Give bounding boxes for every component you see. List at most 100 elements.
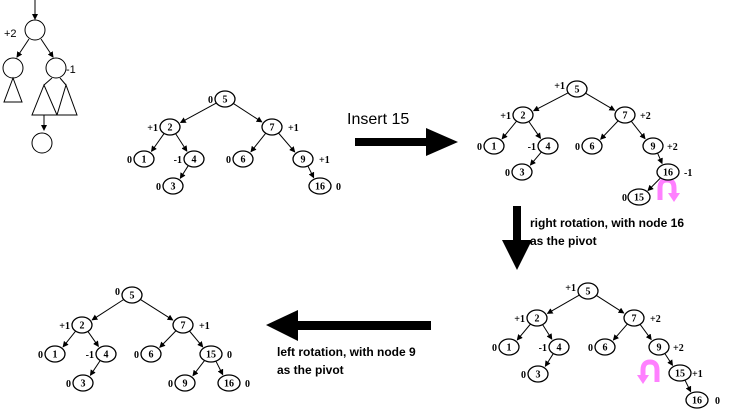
tree-edge bbox=[542, 324, 553, 340]
tree-edge bbox=[664, 352, 674, 367]
node-key: 1 bbox=[53, 350, 58, 361]
tree-node bbox=[623, 309, 645, 327]
tree-node bbox=[537, 137, 559, 155]
insert-label: Insert 15 bbox=[347, 111, 409, 128]
tree-edge bbox=[584, 92, 616, 111]
left-rotation-label-1: left rotation, with node 9 bbox=[277, 345, 416, 359]
tree-edge bbox=[544, 353, 554, 367]
tree-edge bbox=[684, 379, 692, 393]
right-rotation-label-1: right rotation, with node 16 bbox=[530, 216, 684, 230]
tree-edge bbox=[250, 132, 267, 153]
balance-factor: 0 bbox=[168, 379, 173, 390]
node-key: 1 bbox=[142, 155, 147, 166]
balance-factor: 0 bbox=[127, 155, 132, 166]
balance-factor: 0 bbox=[134, 350, 139, 361]
node-key: 16 bbox=[224, 379, 234, 390]
balance-factor: +1 bbox=[288, 123, 299, 134]
node-key: 5 bbox=[586, 287, 591, 298]
node-key: 5 bbox=[130, 291, 135, 302]
node-key: 3 bbox=[520, 168, 525, 179]
balance-factor: +1 bbox=[554, 81, 565, 92]
balance-factor: +1 bbox=[319, 155, 330, 166]
balance-factor: +1 bbox=[59, 321, 70, 332]
left-arrow bbox=[266, 310, 431, 341]
tree-edge bbox=[179, 165, 189, 179]
schematic-root-factor: +2 bbox=[4, 28, 17, 40]
tree-edge bbox=[639, 323, 652, 341]
balance-factor: +2 bbox=[673, 343, 684, 354]
balance-factor: -1 bbox=[539, 343, 547, 354]
node-key: 3 bbox=[536, 370, 541, 381]
tree-edge bbox=[612, 323, 629, 341]
tree-node bbox=[199, 345, 223, 363]
balance-factor: 0 bbox=[245, 379, 250, 390]
tree-edge bbox=[307, 165, 315, 179]
schematic-tree: +2 -1 bbox=[2, 0, 78, 154]
tree-node bbox=[594, 338, 616, 356]
tree-edge bbox=[232, 102, 263, 123]
node-key: 15 bbox=[675, 369, 685, 380]
tree-node bbox=[72, 374, 94, 392]
balance-factor: 0 bbox=[336, 182, 341, 193]
balance-factor: 0 bbox=[505, 168, 510, 179]
balance-factor: -1 bbox=[684, 168, 692, 179]
node-key: 3 bbox=[171, 182, 176, 193]
tree-edge bbox=[89, 359, 101, 376]
tree-node bbox=[526, 309, 548, 327]
balance-factor: 0 bbox=[208, 95, 213, 106]
tree-node bbox=[217, 374, 241, 392]
tree-node bbox=[174, 374, 196, 392]
tree-edge bbox=[546, 294, 581, 314]
node-key: 16 bbox=[692, 396, 702, 407]
schematic-rl-subtree bbox=[31, 83, 58, 116]
node-key: 2 bbox=[535, 314, 540, 325]
node-key: 2 bbox=[521, 111, 526, 122]
tree-node bbox=[172, 316, 194, 334]
down-arrow bbox=[502, 206, 532, 270]
tree-node bbox=[308, 177, 332, 195]
node-key: 7 bbox=[623, 111, 628, 122]
tree-node bbox=[159, 118, 181, 136]
balance-factor: +1 bbox=[565, 283, 576, 294]
tree-node bbox=[627, 188, 651, 206]
balance-factor: +1 bbox=[692, 369, 703, 380]
balance-factor: +1 bbox=[199, 321, 210, 332]
balance-factor: 0 bbox=[38, 350, 43, 361]
tree-node bbox=[668, 364, 692, 382]
tree-node bbox=[95, 345, 117, 363]
tree-node bbox=[232, 150, 254, 168]
balance-factor: 0 bbox=[226, 155, 231, 166]
balance-factor: 0 bbox=[115, 287, 120, 298]
schematic-rr-subtree bbox=[56, 83, 78, 116]
balance-factor: +1 bbox=[147, 123, 158, 134]
balance-factor: 0 bbox=[588, 343, 593, 354]
node-key: 5 bbox=[575, 85, 580, 96]
node-key: 6 bbox=[603, 343, 608, 354]
tree-node bbox=[548, 338, 570, 356]
balance-factor: 0 bbox=[477, 142, 482, 153]
balance-factor: +1 bbox=[500, 111, 511, 122]
tree-edge bbox=[139, 298, 174, 321]
tree-node bbox=[566, 80, 588, 98]
node-key: 9 bbox=[301, 155, 306, 166]
tree-edge bbox=[174, 133, 188, 152]
tree-node bbox=[614, 106, 636, 124]
flow-arrows bbox=[266, 128, 532, 341]
tree-edge bbox=[62, 330, 77, 348]
tree-node bbox=[71, 316, 93, 334]
node-key: 6 bbox=[241, 155, 246, 166]
node-key: 15 bbox=[206, 350, 216, 361]
tree-edge bbox=[647, 176, 662, 192]
tree-edge bbox=[532, 92, 570, 112]
tree-node bbox=[512, 106, 534, 124]
tree-node bbox=[140, 345, 162, 363]
tree-node bbox=[656, 163, 680, 181]
node-key: 16 bbox=[315, 182, 325, 193]
balance-factor: 0 bbox=[521, 370, 526, 381]
node-key: 2 bbox=[80, 321, 85, 332]
tree-node bbox=[44, 345, 66, 363]
